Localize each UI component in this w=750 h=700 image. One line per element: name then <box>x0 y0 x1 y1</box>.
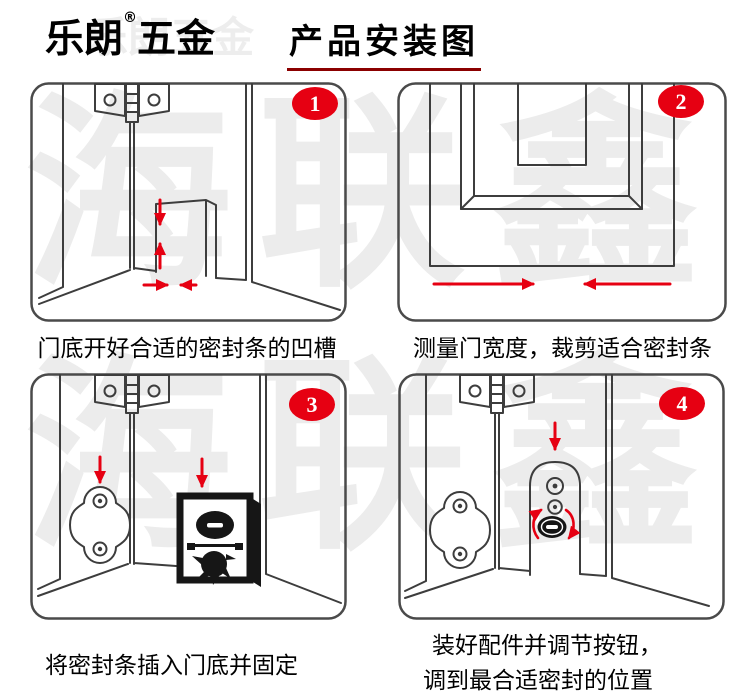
step4-diagram-adjust-button <box>398 373 725 620</box>
insert-arrows <box>94 455 208 488</box>
rotate-left-arrow-icon <box>528 508 543 540</box>
step3-diagram-insert-seal <box>30 373 347 620</box>
step2-diagram-measure-width <box>397 82 727 322</box>
step-number-badge-1: 1 <box>292 87 338 120</box>
step4-caption-line2: 调到最合适密封的位置 <box>423 668 653 694</box>
groove-notch-outline <box>155 199 217 279</box>
mounting-bracket-icon <box>69 486 131 564</box>
hinge-icon <box>94 83 170 123</box>
step4-caption-line1: 装好配件并调节按钮， <box>432 633 662 659</box>
measure-arrows <box>142 198 198 291</box>
step-number-badge-3: 3 <box>289 388 335 421</box>
step2-caption: 测量门宽度，裁剪适合密封条 <box>413 336 712 362</box>
door-front-outline <box>429 83 675 267</box>
registered-trademark-icon: ® <box>123 10 138 26</box>
panel-border <box>30 82 347 322</box>
step-number-badge-4: 4 <box>659 387 705 420</box>
panel-border <box>397 82 727 322</box>
page-title: 产品安装图 <box>287 14 481 71</box>
end-cap-with-button <box>529 461 581 576</box>
panel-border <box>30 373 347 620</box>
brand-logo-left: 乐朗 <box>45 17 124 62</box>
panel-border <box>398 373 725 620</box>
seal-strip-cross-section <box>176 492 261 587</box>
brand-logo: 乐朗®五金 <box>45 8 215 64</box>
door-outline <box>38 83 341 311</box>
mounting-bracket-icon <box>429 491 491 569</box>
door-outline <box>404 374 710 607</box>
adjust-arrows <box>528 421 581 540</box>
hinge-icon <box>459 374 535 414</box>
door-outline <box>37 374 342 604</box>
brand-logo-right: 五金 <box>137 17 216 62</box>
step1-diagram-door-groove <box>30 82 347 322</box>
step1-caption: 门底开好合适的密封条的凹槽 <box>37 336 337 362</box>
step3-caption: 将密封条插入门底并固定 <box>45 653 298 679</box>
hinge-icon <box>94 374 170 414</box>
rotate-right-arrow-icon <box>564 508 581 540</box>
step-number-badge-2: 2 <box>658 85 704 118</box>
